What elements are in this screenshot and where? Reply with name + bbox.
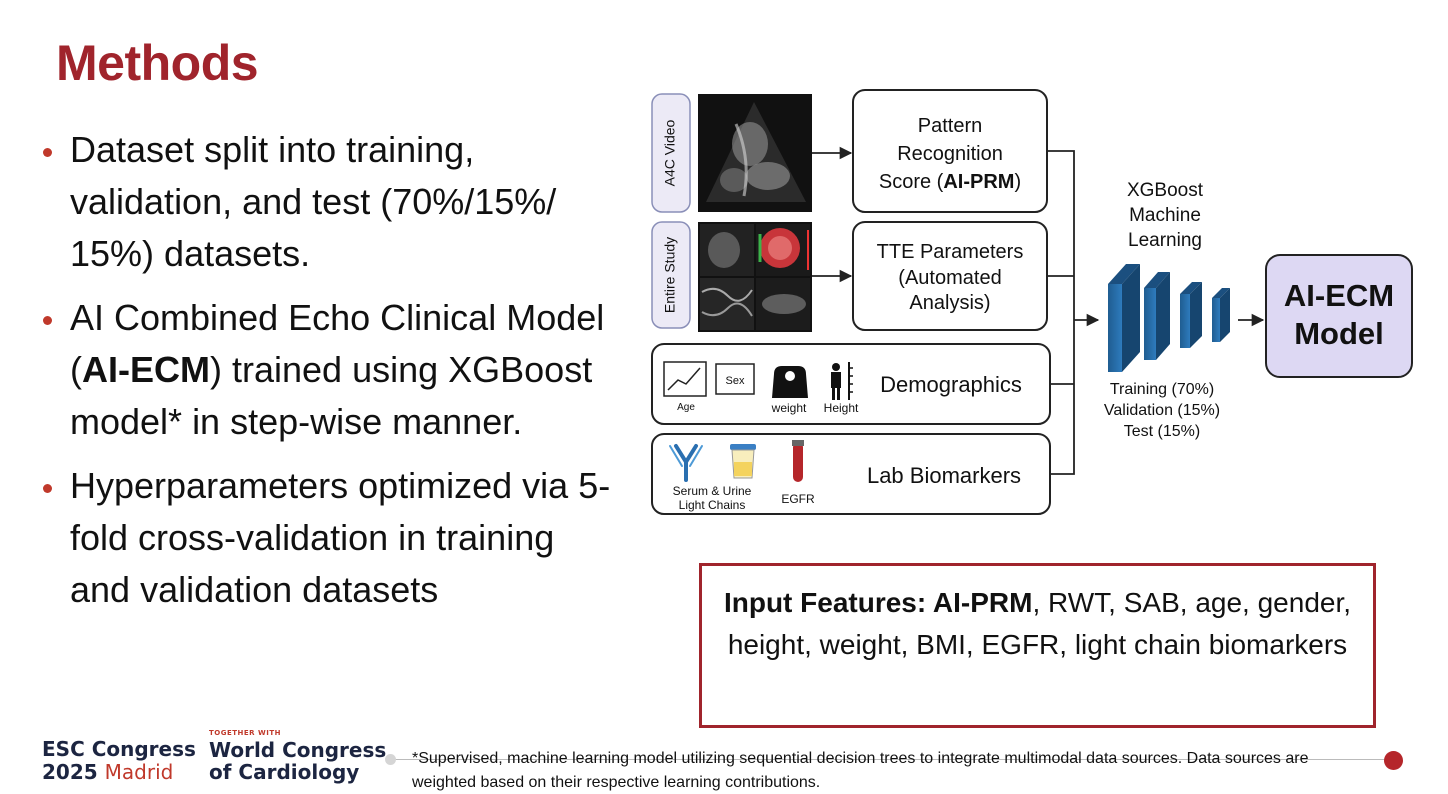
footer-dot-left: [385, 754, 396, 765]
world-congress-logo-line2: of Cardiology: [209, 760, 360, 784]
prm-box: Pattern Recognition Score (AI-PRM): [852, 89, 1048, 213]
prm-line3-pre: Score (: [879, 171, 944, 193]
prm-line3-bold: AI-PRM: [943, 171, 1014, 193]
bullet-ai-ecm-bold: AI-ECM: [82, 349, 210, 390]
lab-biomarkers-box: Serum & Urine Light Chains EGFR Lab Biom…: [651, 433, 1051, 515]
bullet-ai-ecm: AI Combined Echo Clinical Model (AI-ECM)…: [40, 292, 620, 448]
demographics-box: Age Sex weight Height De: [651, 343, 1051, 425]
esc-city: Madrid: [104, 760, 174, 784]
input-features-list: , RWT, SAB, age, gender, height, weight,…: [727, 587, 1352, 660]
a4c-side-label: A4C Video: [651, 93, 691, 213]
entire-study-side-label: Entire Study: [651, 221, 691, 329]
lab-biomarkers-label: Lab Biomarkers: [867, 463, 1021, 488]
urine-cup-icon: [730, 444, 756, 479]
a4c-label: A4C Video: [662, 119, 678, 186]
inputs-bracket: [1047, 150, 1100, 475]
prm-line3: Score (AI-PRM): [879, 171, 1021, 193]
height-label: Height: [824, 401, 859, 415]
sex-label: Sex: [726, 375, 745, 387]
xgb-line3: Learning: [1128, 230, 1202, 251]
output-line1: AI-ECM: [1284, 278, 1394, 313]
blood-tube-icon: [792, 440, 804, 482]
antibody-icon: [669, 444, 703, 482]
a4c-echo-image: [698, 94, 812, 212]
scale-icon: [772, 366, 808, 398]
footnote: *Supervised, machine learning model util…: [412, 750, 1309, 791]
world-congress-logo-line1: World Congress: [209, 738, 387, 762]
entire-study-label: Entire Study: [662, 237, 678, 313]
esc-congress-logo: ESC Congress: [42, 737, 196, 761]
xgb-line2: Machine: [1129, 205, 1201, 226]
xgboost-model-blocks-icon: [1108, 264, 1230, 372]
prm-line2: Recognition: [897, 143, 1003, 165]
split-test: Test (15%): [1124, 423, 1200, 440]
weight-label: weight: [771, 401, 807, 415]
split-validation: Validation (15%): [1104, 402, 1220, 419]
input-features-box: Input Features: AI-PRM, RWT, SAB, age, g…: [699, 563, 1376, 728]
prm-line1: Pattern: [918, 115, 982, 137]
serum-line1: Serum & Urine: [673, 484, 752, 498]
methods-diagram-svg: A4C Video Entire Study: [651, 89, 1413, 515]
input-features-label: Input Features: AI-PRM: [723, 587, 1033, 618]
bullet-ai-ecm-pre: AI Combined Echo Clinical Model (: [70, 297, 605, 390]
bullet-ai-ecm-post: ) trained using XGBoost model* in step-w…: [70, 349, 593, 442]
tte-box: TTE Parameters (Automated Analysis): [852, 221, 1048, 331]
footer-divider: [390, 759, 1395, 760]
split-training: Training (70%): [1110, 381, 1214, 398]
esc-year: 2025: [42, 760, 98, 784]
together-with-label: TOGETHER WITH: [209, 729, 281, 737]
serum-line2: Light Chains: [679, 498, 746, 512]
bullet-hyperparameters-text: Hyperparameters optimized via 5-fold cro…: [70, 465, 611, 610]
tte-line1: TTE Parameters: [877, 241, 1024, 263]
entire-study-echo-collage: [698, 222, 812, 332]
slide-title: Methods: [56, 35, 259, 91]
methods-bullet-list: Dataset split into training, validation,…: [40, 124, 620, 628]
height-icon: [831, 362, 853, 400]
esc-year-city: 2025 Madrid: [42, 760, 173, 784]
tte-line2: (Automated: [898, 267, 1001, 289]
output-line2: Model: [1294, 316, 1384, 351]
ai-ecm-output-box: AI-ECM Model: [1265, 254, 1413, 378]
age-label: Age: [677, 402, 695, 413]
age-chart-icon: [663, 361, 707, 397]
egfr-label: EGFR: [781, 492, 815, 506]
footer-dot-right: [1384, 751, 1403, 770]
xgb-line1: XGBoost: [1127, 180, 1204, 201]
methods-diagram: A4C Video Entire Study: [646, 84, 1420, 520]
prm-line3-post: ): [1014, 171, 1021, 193]
bullet-hyperparameters: Hyperparameters optimized via 5-fold cro…: [40, 460, 620, 616]
bullet-dataset-split: Dataset split into training, validation,…: [40, 124, 620, 280]
bullet-dataset-split-text: Dataset split into training, validation,…: [70, 129, 557, 274]
tte-line3: Analysis): [909, 292, 990, 314]
demographics-label: Demographics: [880, 372, 1022, 397]
sex-icon: Sex: [715, 363, 755, 395]
